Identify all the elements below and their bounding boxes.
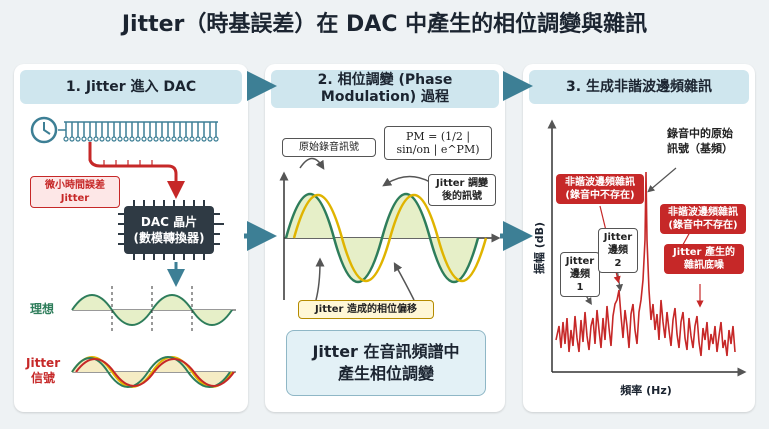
summary-line1: Jitter 在音訊頻譜中 [312, 342, 460, 361]
pm-formula: PM = (1/2 | sin/on | e^PM) [384, 126, 492, 160]
right-sideband-line1: 非諧波邊頻雜訊 [668, 207, 738, 218]
jitter-path-arrow [88, 142, 185, 199]
sideband2-label: Jitter 邊頻 2 [598, 228, 638, 273]
right-sideband-label: 非諧波邊頻雜訊 (錄音中不存在) [660, 204, 746, 234]
fundamental-label: 錄音中的原始 訊號（基頻） [660, 124, 740, 158]
modulated-line1: Jitter 調變 [436, 178, 488, 189]
left-sideband-line1: 非諧波邊頻雜訊 [565, 177, 635, 188]
jitter-signal-line1: Jitter [26, 356, 61, 370]
fundamental-line2: 訊號（基頻） [667, 142, 733, 155]
clock-icon [30, 116, 58, 144]
noise-floor-label: Jitter 產生的 雜訊底噪 [664, 244, 744, 274]
left-sideband-line2: (錄音中不存在) [565, 190, 635, 201]
panel2-heading-line2: Modulation) 過程 [320, 89, 450, 105]
phase-shift-label: Jitter 造成的相位偏移 [298, 300, 434, 319]
sideband2-line1: Jitter [603, 232, 633, 243]
chip-pins [118, 200, 224, 260]
noise-floor-line1: Jitter 產生的 [673, 247, 735, 258]
original-signal-label: 原始錄音訊號 [282, 138, 376, 157]
ideal-label: 理想 [30, 302, 55, 316]
pm-formula-text: PM = (1/2 | sin/on | e^PM) [396, 130, 480, 156]
panel-sideband-noise [523, 64, 755, 412]
panel3-heading: 3. 生成非諧波邊頻雜訊 [529, 70, 749, 104]
modulated-signal-label: Jitter 調變 後的訊號 [428, 174, 496, 206]
phase-mod-waveform [279, 157, 501, 301]
dac-chip: DAC 晶片 (數模轉換器) [124, 206, 214, 254]
sideband1-line1: Jitter [565, 256, 595, 267]
spectrum-trace [555, 171, 736, 357]
right-sideband-line2: (錄音中不存在) [668, 220, 738, 231]
ideal-waveform [71, 286, 236, 334]
panel2-heading: 2. 相位調變 (Phase Modulation) 過程 [271, 70, 499, 108]
dac-chip-line1: DAC 晶片 [140, 215, 198, 229]
jitter-signal-label: Jitter 信號 [26, 356, 60, 386]
panel1-heading: 1. Jitter 進入 DAC [20, 70, 242, 104]
clock-pulses [58, 122, 217, 138]
jitter-error-line1: 微小時間誤差 [45, 180, 105, 191]
noise-floor-line2: 雜訊底噪 [684, 260, 724, 271]
spectrum-xlabel: 頻率 (Hz) [620, 384, 672, 397]
panel2-heading-line1: 2. 相位調變 (Phase [317, 72, 453, 88]
page-title: Jitter（時基誤差）在 DAC 中產生的相位調變與雜訊 [121, 12, 648, 37]
modulated-line2: 後的訊號 [442, 191, 482, 202]
fundamental-line1: 錄音中的原始 [667, 127, 733, 140]
jitter-error-label: 微小時間誤差 Jitter [30, 176, 120, 208]
jitter-error-line2: Jitter [60, 193, 90, 204]
sideband1-line2: 邊頻 1 [570, 269, 590, 293]
summary-box: Jitter 在音訊頻譜中 產生相位調變 [286, 330, 486, 396]
summary-line2: 產生相位調變 [337, 364, 434, 383]
dac-chip-line2: (數模轉換器) [133, 231, 205, 245]
jitter-waveform [71, 356, 236, 388]
sideband2-line2: 邊頻 2 [608, 245, 628, 269]
spectrum-ylabel: 振幅 (dB) [533, 221, 546, 275]
left-sideband-label: 非諧波邊頻雜訊 (錄音中不存在) [556, 174, 644, 204]
sideband1-label: Jitter 邊頻 1 [560, 252, 600, 297]
jitter-signal-line2: 信號 [31, 371, 56, 385]
